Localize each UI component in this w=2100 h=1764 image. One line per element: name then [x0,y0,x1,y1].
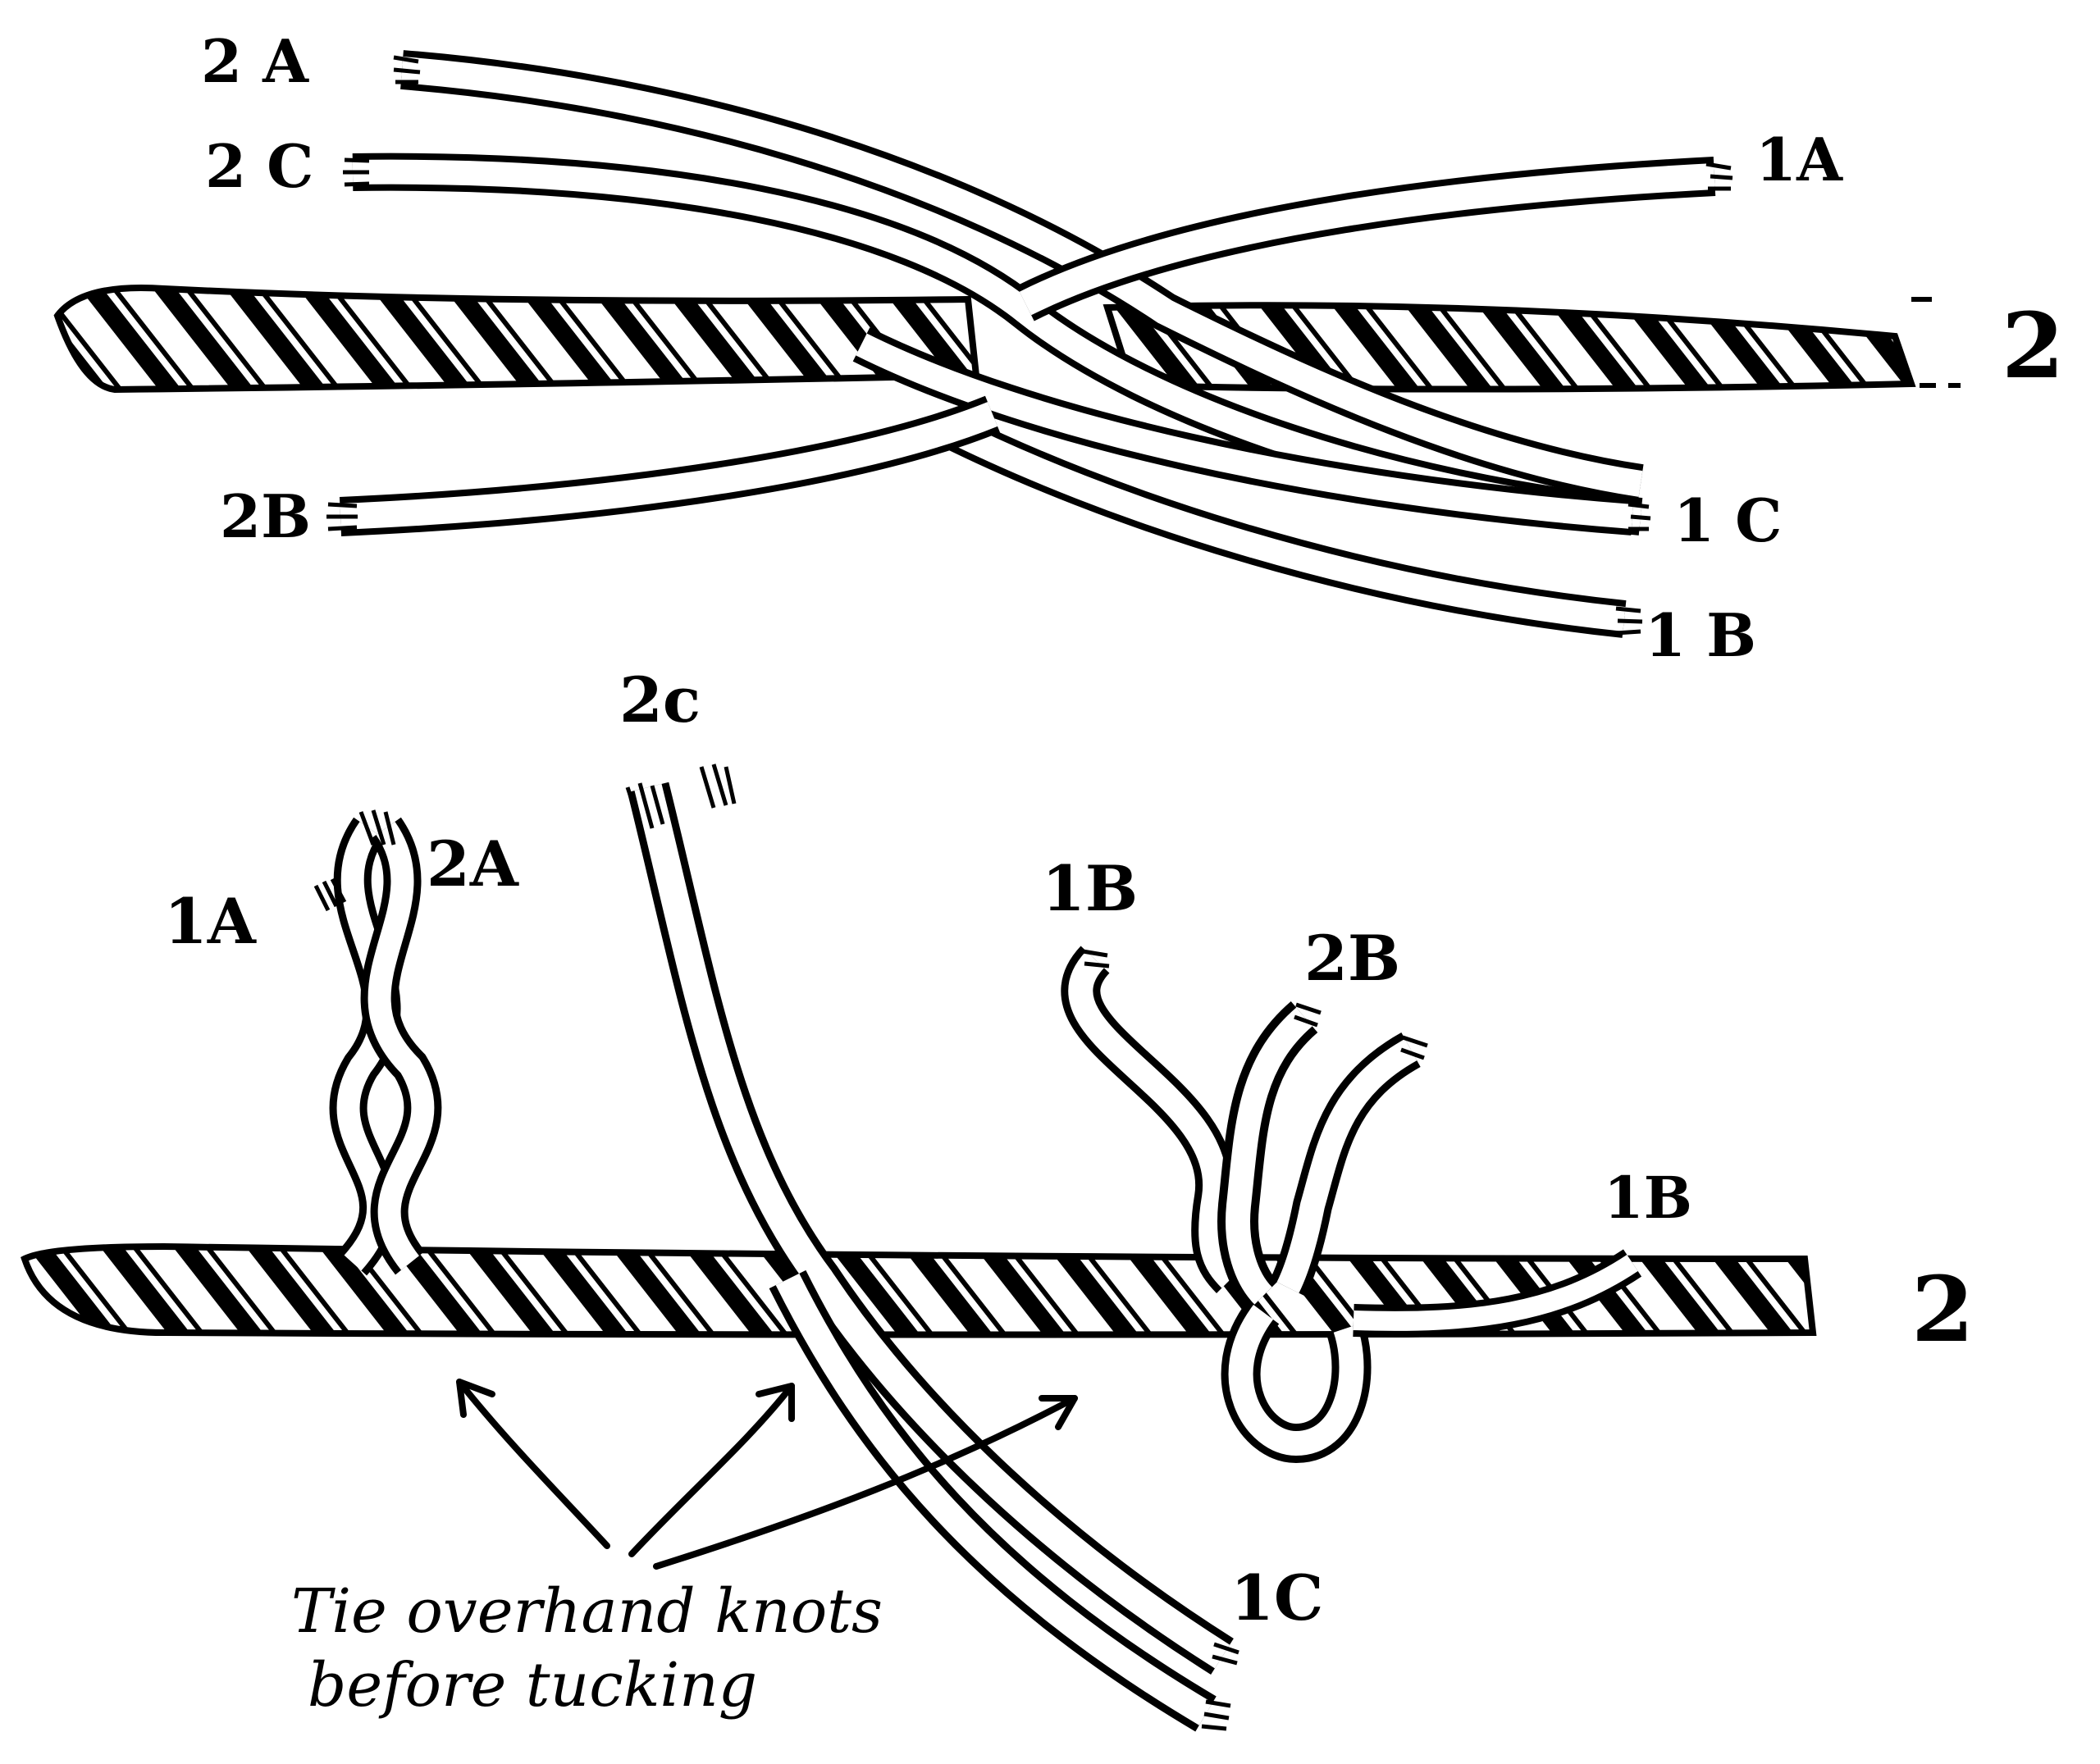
strand-2c-bottom [627,782,1234,1675]
annotation-arrows [456,1379,1078,1570]
strand-1B-top [934,409,1627,638]
label-1A-bottom: 1A [164,885,257,958]
strand-2B-top [339,395,1001,536]
label-1C-bottom: 1C [1230,1561,1323,1634]
strand-1C-top [852,327,1634,536]
strand-pair-1A-2A [329,817,442,1276]
caption-line-1: Tie overhand knots [291,1576,883,1647]
frayed-ends-top [326,55,1733,636]
caption-line-2: before tucking [308,1650,757,1721]
rope-end-dashes-top [1911,297,1961,388]
strand-1B-bottom-left [1061,946,1245,1293]
rope-left-top [53,284,980,394]
label-rope-bottom: 2 [1911,1256,1974,1362]
label-2A-bottom: 2A [427,827,519,900]
label-2c-bottom: 2c [619,663,701,736]
strand-1B-bottom-right [1353,1249,1642,1338]
label-2B-top: 2B [220,481,311,551]
strand-1C-bottom [769,1269,1217,1732]
label-1B-top: 1 B [1645,600,1756,670]
bottom-figure: 2c 1A 2A 1B 2B 1B 1C 2 Tie overhand knot… [21,663,1974,1732]
strand-2B-bottom [1217,1001,1422,1310]
label-1C-top: 1 C [1673,485,1782,555]
arrow-middle [628,1383,795,1557]
strand-loop-bottom [1221,1300,1372,1464]
label-1A-top: 1A [1755,125,1843,194]
label-2A-top: 2 A [201,26,309,96]
label-1B-bottom-right: 1B [1604,1164,1692,1232]
arrow-right [653,1395,1078,1570]
label-2C-top: 2 C [205,131,313,201]
frayed-ends-bottom [313,763,1428,1731]
strand-1A-top [1016,157,1716,321]
arrow-left [456,1379,610,1549]
label-1B-bottom-left: 1B [1042,852,1138,925]
label-2B-bottom: 2B [1304,922,1400,995]
top-figure: 2 A 2 C 1A 2B 1 C 1 B 2 [53,26,2065,670]
label-rope-top: 2 [2002,293,2065,399]
